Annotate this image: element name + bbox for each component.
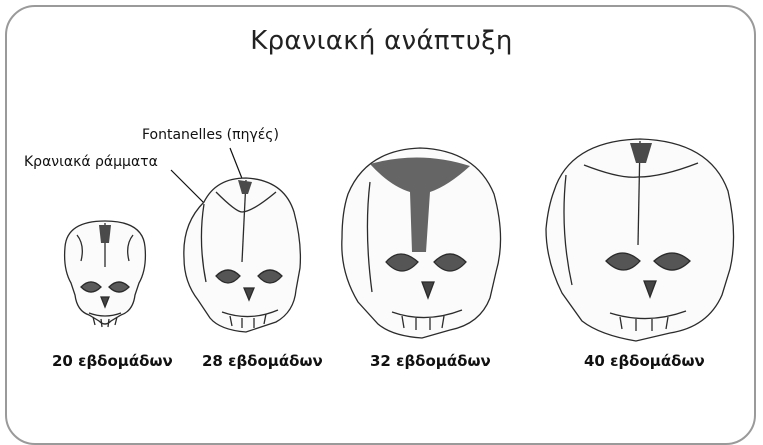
skull-32-weeks-illustration — [330, 142, 510, 352]
skull-28-weeks-illustration — [176, 172, 316, 342]
skull-20-weeks-illustration — [55, 217, 155, 332]
skull-caption-40-weeks: 40 εβδομάδων — [584, 352, 705, 370]
skull-caption-28-weeks: 28 εβδομάδων — [202, 352, 323, 370]
skull-caption-20-weeks: 20 εβδομάδων — [52, 352, 173, 370]
skull-caption-32-weeks: 32 εβδομάδων — [370, 352, 491, 370]
skull-40-weeks-illustration — [540, 135, 740, 350]
